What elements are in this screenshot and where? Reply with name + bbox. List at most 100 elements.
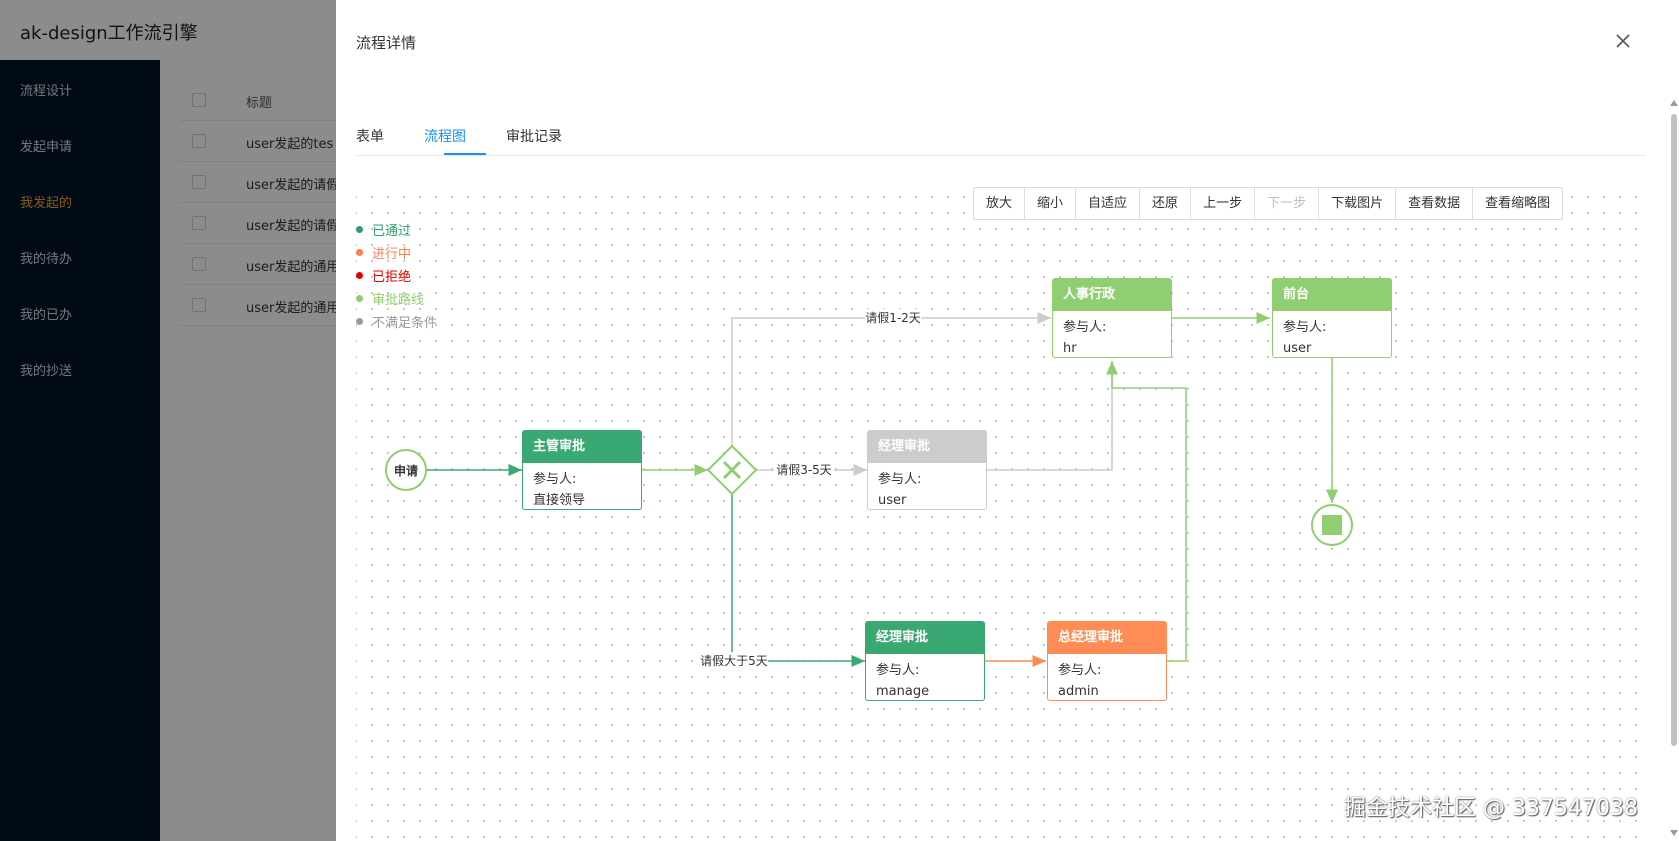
column-header-title: 标题	[246, 96, 273, 111]
node-participant-label: 参与人:	[1283, 320, 1327, 335]
flow-node-supervisor-approval[interactable]: 主管审批 参与人: 直接领导	[522, 430, 642, 510]
table-row[interactable]: user发起的请假	[180, 162, 480, 203]
vertical-scrollbar[interactable]	[1668, 100, 1679, 841]
table-row[interactable]: user发起的通用	[180, 285, 480, 326]
undo-button[interactable]: 上一步	[1191, 188, 1256, 219]
edge-label-1-2-days: 请假1-2天	[865, 311, 921, 325]
node-title: 总经理审批	[1048, 622, 1166, 654]
sidebar-item-my-todo[interactable]: 我的待办	[20, 252, 73, 267]
scroll-down-arrow-icon[interactable]	[1670, 830, 1678, 836]
flow-canvas[interactable]: 放大 缩小 自适应 还原 上一步 下一步 下载图片 查看数据 查看缩略图 已通过…	[356, 183, 1646, 841]
row-checkbox[interactable]	[192, 298, 206, 312]
flow-detail-drawer: 流程详情 表单 流程图 审批记录 放大 缩小 自适应 还原 上一步 下一步 下载…	[336, 0, 1679, 841]
row-checkbox[interactable]	[192, 134, 206, 148]
end-event-square-icon	[1322, 515, 1342, 535]
zoom-in-button[interactable]: 放大	[974, 188, 1026, 219]
node-participant-label: 参与人:	[1058, 663, 1102, 678]
legend-dot	[356, 272, 363, 279]
flow-node-manager-approval-skipped[interactable]: 经理审批 参与人: user	[867, 430, 987, 510]
drawer-title: 流程详情	[356, 34, 417, 52]
legend-item-route: 审批路线	[356, 289, 437, 312]
reset-view-button[interactable]: 还原	[1140, 188, 1192, 219]
download-image-button[interactable]: 下载图片	[1319, 188, 1397, 219]
flow-node-reception[interactable]: 前台 参与人: user	[1272, 278, 1392, 358]
legend-label: 进行中	[372, 247, 412, 262]
table-header-row: 标题	[180, 80, 480, 121]
select-all-checkbox[interactable]	[192, 93, 206, 107]
sidebar-item-my-done[interactable]: 我的已办	[20, 308, 73, 323]
status-legend: 已通过 进行中 已拒绝 审批路线 不满足条件	[356, 220, 437, 335]
row-checkbox[interactable]	[192, 175, 206, 189]
legend-label: 审批路线	[372, 293, 425, 308]
start-event[interactable]: 申请	[385, 449, 427, 491]
sidebar: 流程设计 发起申请 我发起的 我的待办 我的已办 我的抄送	[0, 60, 160, 841]
edge-label-over-5-days: 请假大于5天	[700, 654, 768, 668]
node-participant-label: 参与人:	[533, 472, 577, 487]
node-participant-label: 参与人:	[878, 472, 922, 487]
canvas-toolbar: 放大 缩小 自适应 还原 上一步 下一步 下载图片 查看数据 查看缩略图	[973, 187, 1564, 220]
flow-node-general-manager-approval[interactable]: 总经理审批 参与人: admin	[1047, 621, 1167, 701]
table-row[interactable]: user发起的tes	[180, 121, 480, 162]
zoom-out-button[interactable]: 缩小	[1025, 188, 1077, 219]
table-cell-title: user发起的通用	[246, 301, 340, 316]
node-body: 参与人: user	[1273, 311, 1391, 359]
flow-node-manager-approval[interactable]: 经理审批 参与人: manage	[865, 621, 985, 701]
flow-edges: 请假1-2天 请假3-5天 请假大于5天 申请	[385, 309, 1353, 669]
tab-form[interactable]: 表单	[356, 129, 384, 145]
scroll-up-arrow-icon[interactable]	[1670, 100, 1678, 106]
node-participant: manage	[876, 684, 930, 699]
fit-view-button[interactable]: 自适应	[1076, 188, 1141, 219]
sidebar-item-flow-design[interactable]: 流程设计	[20, 84, 73, 99]
gateway-x-mark	[722, 460, 742, 480]
close-icon[interactable]	[1612, 30, 1634, 52]
view-minimap-button[interactable]: 查看缩略图	[1485, 196, 1551, 211]
scrollbar-thumb[interactable]	[1671, 114, 1677, 746]
node-participant: 直接领导	[533, 493, 586, 508]
table-row[interactable]: user发起的通用	[180, 244, 480, 285]
tab-flowchart[interactable]: 流程图	[424, 129, 466, 145]
node-participant-label: 参与人:	[1063, 320, 1107, 335]
table-row[interactable]: user发起的请假	[180, 203, 480, 244]
watermark: 掘金技术社区 @ 337547038	[1344, 796, 1638, 821]
legend-item-passed: 已通过	[356, 220, 437, 243]
edge-label-bg	[865, 309, 921, 326]
view-data-button[interactable]: 查看数据	[1396, 188, 1474, 219]
flow-node-hr-admin[interactable]: 人事行政 参与人: hr	[1052, 278, 1172, 358]
sidebar-item-my-cc[interactable]: 我的抄送	[20, 364, 73, 379]
start-event-label: 申请	[394, 463, 418, 478]
table-cell-title: user发起的通用	[246, 260, 340, 275]
edge-gateway-to-manager	[731, 494, 865, 667]
node-participant: hr	[1063, 341, 1077, 356]
node-title: 前台	[1273, 279, 1391, 311]
node-body: 参与人: user	[868, 463, 986, 511]
sidebar-item-my-initiated[interactable]: 我发起的	[20, 196, 73, 211]
node-participant: admin	[1058, 684, 1099, 699]
node-body: 参与人: hr	[1053, 311, 1171, 359]
row-checkbox[interactable]	[192, 216, 206, 230]
legend-dot	[356, 318, 363, 325]
node-title: 经理审批	[866, 622, 984, 654]
edge-gateway-to-hr	[731, 312, 1051, 446]
legend-dot	[356, 226, 363, 233]
row-checkbox[interactable]	[192, 257, 206, 271]
node-title: 经理审批	[868, 431, 986, 463]
legend-label: 已通过	[372, 224, 412, 239]
node-body: 参与人: admin	[1048, 654, 1166, 702]
redo-button[interactable]: 下一步	[1255, 188, 1320, 219]
table-cell-title: user发起的请假	[246, 219, 340, 234]
exclusive-gateway-x-icon[interactable]	[706, 444, 758, 496]
active-tab-indicator	[444, 153, 486, 155]
start-event-circle	[385, 449, 427, 491]
node-body: 参与人: manage	[866, 654, 984, 702]
node-body: 参与人: 直接领导	[523, 463, 641, 511]
legend-dot	[356, 295, 363, 302]
sidebar-item-start-request[interactable]: 发起申请	[20, 140, 73, 155]
edge-label-bg	[774, 461, 834, 478]
legend-label: 不满足条件	[372, 316, 438, 331]
tab-approval-records[interactable]: 审批记录	[506, 129, 562, 145]
table-cell-title: user发起的tes	[246, 137, 334, 152]
edge-label-bg	[700, 652, 768, 669]
drawer-tabs: 表单 流程图 审批记录	[356, 118, 1646, 156]
end-event[interactable]	[1311, 504, 1353, 546]
legend-dot	[356, 249, 363, 256]
